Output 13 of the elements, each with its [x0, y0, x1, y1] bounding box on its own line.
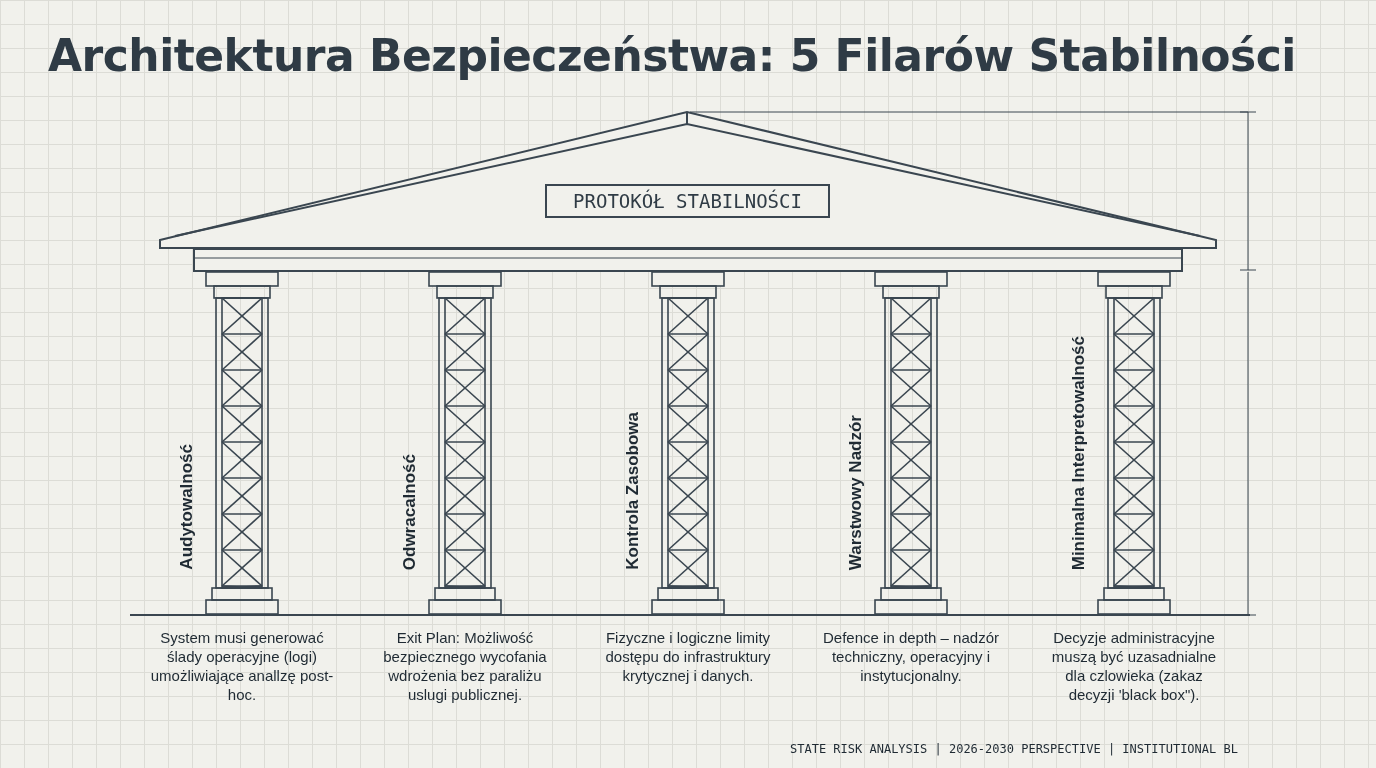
pillar-name: Minimalna Interpretowalność [1069, 335, 1089, 570]
pillar-name: Audytowalność [177, 444, 197, 570]
page-title: Architektura Bezpieczeństwa: 5 Filarów Stabilności [48, 30, 1296, 81]
pillar-description: Decyzje administracyjne muszą być uzasadnialne dla czlowieka (zakaz decyzji 'black box"). [1050, 628, 1218, 704]
pillar-name: Kontrola Zasobowa [623, 412, 643, 570]
pillar-description: Exit Plan: Możliwość bezpiecznego wycofania wdrożenia bez paraliżu uslugi publicznej. [382, 628, 548, 704]
footer-text: STATE RISK ANALYSIS | 2026-2030 PERSPECTIVE | INSTITUTIONAL BL [790, 742, 1238, 756]
pillar-description: Defence in depth – nadzór techniczny, operacyjny i instytucjonalny. [822, 628, 1000, 685]
plaque-label: PROTOKÓŁ STABILNOŚCI [545, 184, 830, 218]
pillar-description: System musi generować ślady operacyjne (logi) umożliwiające anallzę post-hoc. [150, 628, 334, 704]
pillar-name: Warstwowy Nadzór [846, 414, 866, 570]
pillar-description: Fizyczne i logiczne limity dostępu do infrastruktury krytycznej i danych. [604, 628, 772, 685]
pillar-name: Odwracalność [400, 453, 420, 570]
